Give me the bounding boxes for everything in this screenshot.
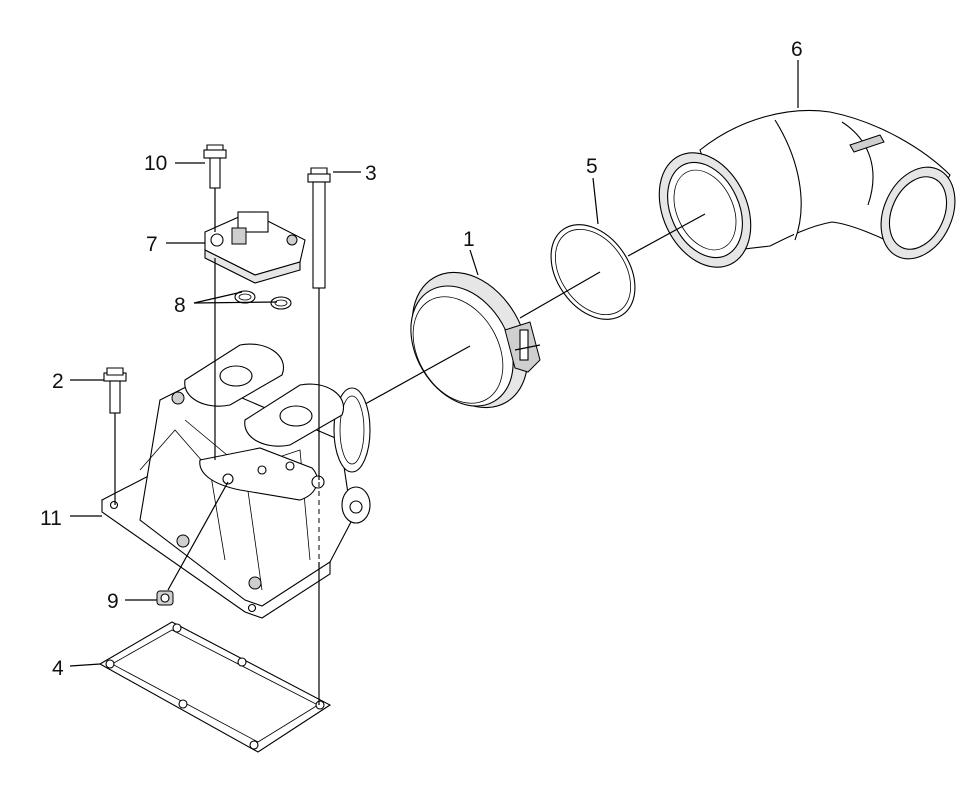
callout-10: 10: [144, 152, 167, 175]
callout-11: 11: [40, 507, 62, 530]
leader-lines: [69, 60, 799, 667]
part-8-seal-rings: [234, 290, 292, 310]
part-5-o-ring: [550, 224, 636, 320]
part-10-bolt: [203, 144, 227, 189]
axis-line-elbow: [627, 213, 706, 257]
part-6-elbow-pipe: [658, 109, 956, 268]
callout-7: 7: [146, 233, 158, 256]
part-9-plug: [156, 590, 174, 606]
callout-3: 3: [365, 162, 377, 185]
callout-6: 6: [791, 38, 803, 61]
callout-5: 5: [586, 155, 598, 178]
callout-8: 8: [174, 294, 186, 317]
part-3-stud: [307, 167, 331, 289]
callout-1: 1: [463, 228, 475, 251]
axis-line-clamp: [357, 345, 471, 409]
callout-2: 2: [52, 370, 64, 393]
part-7-sensor-plate: [204, 211, 306, 284]
part-1-v-band-clamp: [410, 271, 541, 409]
callout-4: 4: [52, 657, 64, 680]
assembly-line-plug-9: [167, 481, 229, 591]
callout-9: 9: [107, 590, 119, 613]
part-4-gasket: [98, 621, 332, 753]
axis-line-ring: [519, 271, 601, 319]
part-2-bolt: [103, 367, 127, 414]
part-11-housing: [100, 343, 371, 619]
